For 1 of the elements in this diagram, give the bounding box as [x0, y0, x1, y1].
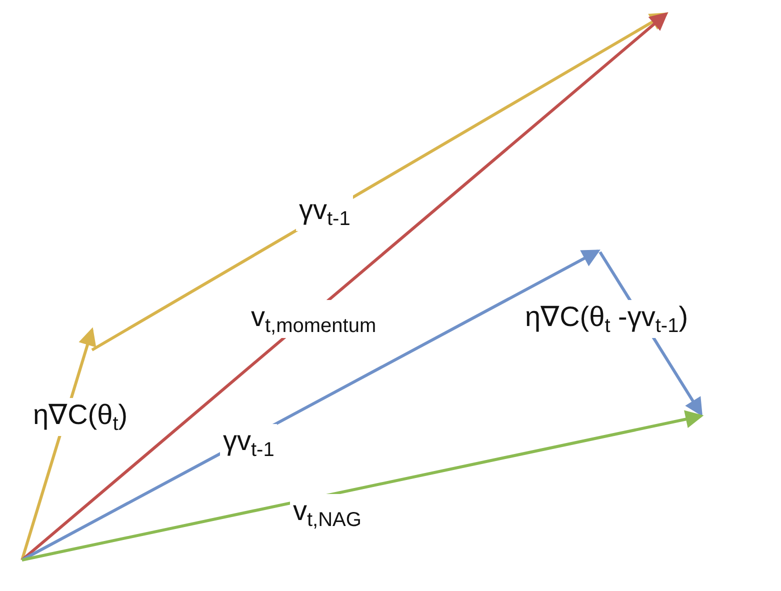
- vector-label: γv$_{t-1}$: [296, 193, 354, 231]
